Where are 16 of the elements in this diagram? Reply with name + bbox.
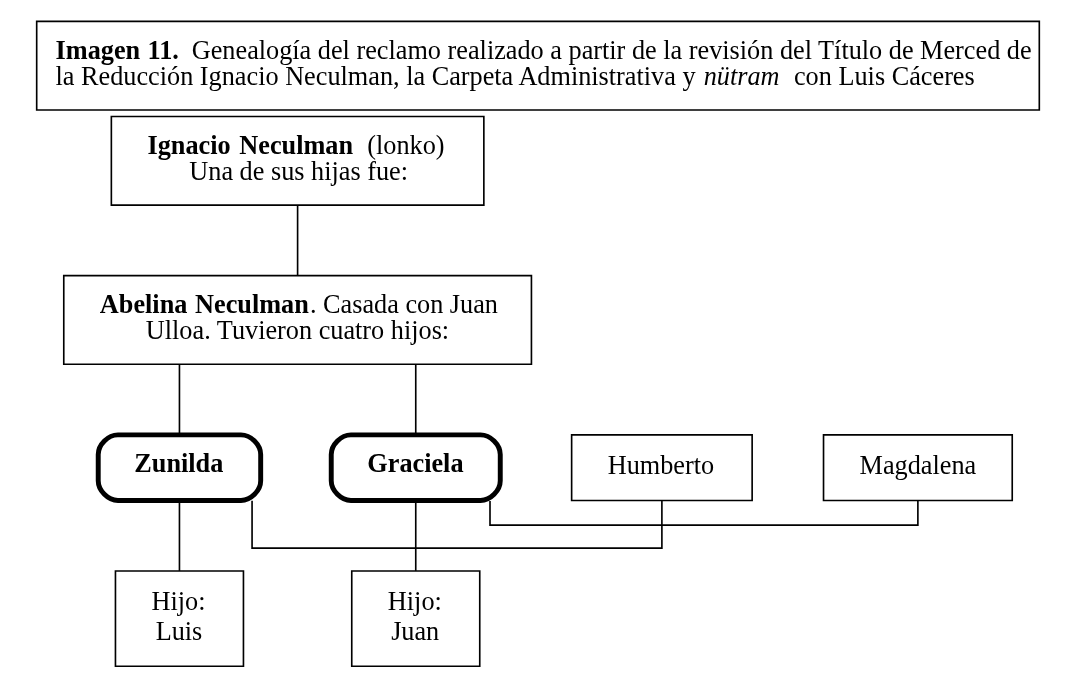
node-box: Hijo: Luis bbox=[114, 570, 245, 668]
connector bbox=[414, 363, 417, 436]
node-box: Graciela bbox=[328, 432, 503, 503]
connector bbox=[414, 500, 417, 572]
node-box: Hijo: Juan bbox=[350, 570, 481, 668]
node-box: Ignacio Neculman (lonko) Una de sus hijas fue: bbox=[110, 115, 485, 206]
connector bbox=[251, 500, 663, 549]
connector bbox=[296, 204, 299, 277]
diagram-title: Imagen 11. Genealogía del reclamo realizado a partir de la revisión del Título de Merced de la Reducción Ignacio Neculman, la Carpeta Administrativa y nütram con Luis Cáceres bbox=[55, 35, 1032, 91]
node-box: Magdalena bbox=[822, 434, 1014, 502]
node-box: Humberto bbox=[570, 434, 753, 502]
node-box: Abelina Neculman. Casada con Juan Ulloa. Tuvieron cuatro hijos: bbox=[62, 274, 533, 366]
connector bbox=[489, 500, 919, 526]
connector bbox=[178, 363, 181, 436]
connector bbox=[178, 500, 181, 572]
node-box: Zunilda bbox=[95, 432, 264, 503]
